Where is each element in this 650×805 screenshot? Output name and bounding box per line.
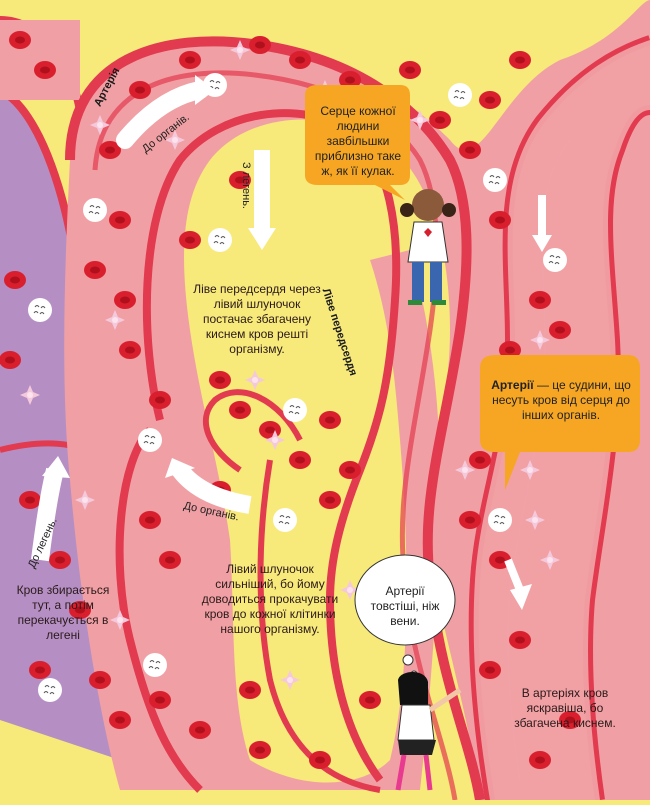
girl-figure-icon [400,189,456,305]
girl-pointing-figure-icon [395,672,462,791]
thicker-bubble: Артерії товстіші, ніж вени. [370,584,440,628]
arteries-definition-bold: Артерії [491,378,534,392]
arteries-definition-bubble: Артерії — це судини, що несуть кров від … [488,378,634,423]
ventricle-note: Лівий шлуночок сильніший, бо йому доводи… [201,562,339,636]
heart-size-bubble: Серце кожної людини завбільшки приблизно… [314,104,402,178]
atrium-note: Ліве передсердя через лівий шлуночок пос… [193,282,321,356]
bright-note: В артеріях кров яскравіша, бо збагачена … [514,686,616,730]
collect-note: Кров збирається тут, а потім перекачуєть… [16,583,110,642]
from-lungs-arrow-label: З легень. [240,162,252,209]
arteries-definition-text: — це судини, що несуть кров від серця до… [492,378,631,422]
